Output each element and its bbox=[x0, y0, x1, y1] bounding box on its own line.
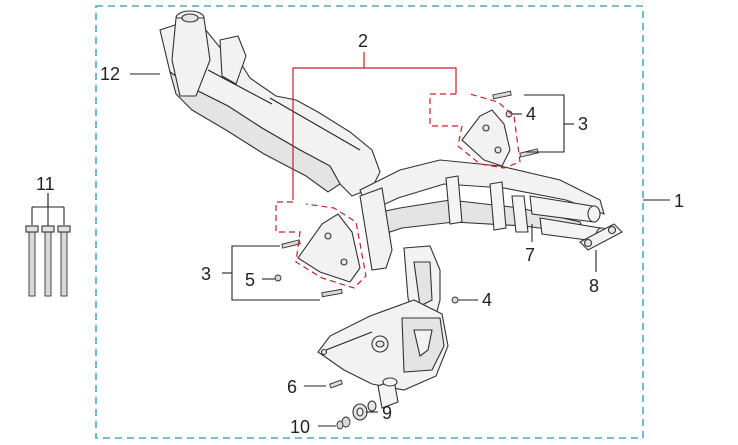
lower-plate-hole-b bbox=[340, 258, 348, 266]
callout-9: 9 bbox=[382, 403, 392, 423]
group-2-outline bbox=[275, 52, 521, 289]
long-bolt-c bbox=[60, 227, 68, 297]
strut-a bbox=[445, 175, 463, 225]
callout-4-upper: 4 bbox=[526, 104, 536, 124]
callout-6: 6 bbox=[287, 377, 297, 397]
rear-cross-rail bbox=[359, 159, 605, 215]
bolt-set-11 bbox=[25, 193, 71, 297]
callout-10: 10 bbox=[290, 417, 310, 437]
bracket-detail bbox=[325, 331, 373, 351]
callout-3-lower: 3 bbox=[201, 264, 211, 284]
upper-plate-hole-a bbox=[482, 124, 490, 132]
upper-mount-plate bbox=[461, 109, 511, 167]
frame-drawing bbox=[159, 10, 623, 430]
head-tube bbox=[171, 17, 211, 97]
strut-c bbox=[511, 195, 529, 233]
down-tube bbox=[359, 187, 393, 271]
long-bolt-a bbox=[28, 227, 36, 297]
callout-5: 5 bbox=[245, 270, 255, 290]
washer-10b bbox=[336, 420, 344, 430]
bolt-upper-a bbox=[492, 90, 512, 100]
bolt-upper-b bbox=[519, 148, 539, 158]
pivot-boss-inner bbox=[375, 340, 385, 348]
washer-9-inner bbox=[356, 407, 364, 417]
bolt-6 bbox=[329, 379, 343, 389]
strut-b bbox=[489, 181, 507, 231]
upper-plate-hole-b bbox=[494, 146, 502, 154]
callout-8: 8 bbox=[589, 276, 599, 296]
callout-11: 11 bbox=[36, 174, 55, 194]
callout-3-upper: 3 bbox=[578, 114, 588, 134]
lower-mount-plate bbox=[297, 213, 361, 283]
main-beam-side bbox=[169, 70, 341, 193]
beam-detail-a bbox=[207, 69, 273, 105]
beam-detail-b bbox=[269, 97, 361, 151]
group-2-bracket bbox=[292, 67, 457, 200]
bolt-lower-b bbox=[321, 288, 343, 298]
callout-labels: 1 2 3 3 4 4 5 6 7 8 9 10 11 12 bbox=[36, 31, 684, 437]
group-2-lower-dashed bbox=[275, 201, 367, 289]
bolt-lower-a bbox=[281, 239, 301, 249]
long-bolt-a-head bbox=[25, 225, 39, 233]
rear-stub-a-end bbox=[587, 205, 601, 223]
head-tube-inner bbox=[181, 13, 199, 23]
leader-lines bbox=[47, 73, 670, 427]
callout-7: 7 bbox=[525, 245, 535, 265]
head-gusset bbox=[219, 35, 247, 85]
callout-12: 12 bbox=[100, 64, 120, 84]
lower-plate-hole-a bbox=[324, 232, 332, 240]
long-bolt-c-head bbox=[57, 225, 71, 233]
engine-hanger-side bbox=[413, 261, 433, 307]
rear-bracket-8-hole-a bbox=[583, 238, 593, 248]
rear-bracket-8-hole-b bbox=[607, 225, 617, 235]
nut-5 bbox=[274, 274, 282, 282]
assembly-outline bbox=[95, 5, 644, 439]
callout-1: 1 bbox=[674, 191, 684, 211]
callout-4-lower: 4 bbox=[482, 290, 492, 310]
group-2-upper-dashed bbox=[429, 93, 521, 169]
brand-emblem bbox=[413, 329, 433, 357]
nut-4-lower bbox=[451, 296, 459, 304]
pivot-axle-end bbox=[382, 377, 398, 387]
bracket-hole bbox=[320, 348, 328, 356]
long-bolt-b-head bbox=[41, 225, 55, 233]
callout-2: 2 bbox=[358, 31, 368, 51]
long-bolt-b bbox=[44, 227, 52, 297]
washer-9b bbox=[367, 400, 377, 412]
